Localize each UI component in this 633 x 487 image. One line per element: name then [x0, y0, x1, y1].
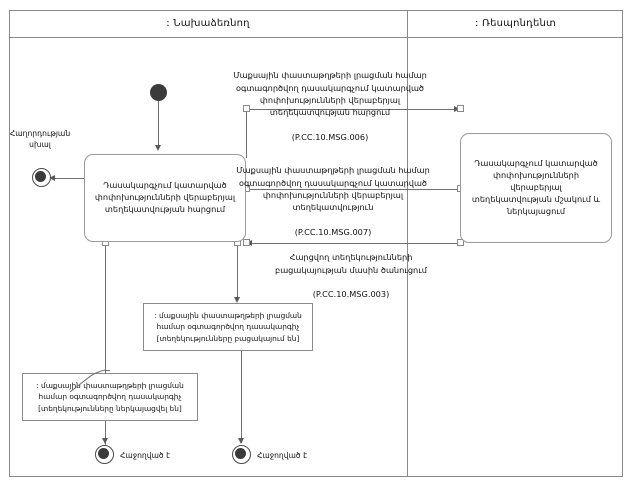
final-node-success-2[interactable] [232, 445, 251, 464]
object-absent-state: [տեղեկությունները բացակայում են] [156, 333, 300, 343]
swimlane-header-initiator: : Նախաձեռնող [9, 10, 407, 38]
message-006-text: Մաքսային փաստաթղթերի լրացման համար օգտագ… [233, 70, 427, 118]
initial-node[interactable] [150, 84, 167, 101]
flow-initial-to-request [158, 101, 159, 145]
final-node-error[interactable] [32, 168, 51, 187]
object-absent-label: : մաքսային փաստաթղթերի լրացման համար օգտ… [154, 311, 302, 332]
message-label-007: Մաքսային փաստաթղթերի լրացման համար օգտագ… [235, 152, 431, 250]
final-node-success-2-label: Հաջողված է [257, 451, 307, 460]
flow-process-to-request-007 [247, 189, 460, 190]
flow-request-to-process-006 [246, 109, 460, 110]
arrowhead-final-ok-1 [102, 438, 108, 444]
object-node-absent[interactable]: : մաքսային փաստաթղթերի լրացման համար օգտ… [143, 303, 313, 351]
arrowhead-initial-to-request [155, 145, 161, 151]
flow-request-to-object-absent [237, 246, 238, 299]
activity-process-label: Դասակարգչում կատարված փոփոխությունների վ… [471, 158, 601, 216]
flow-request-to-error [49, 178, 85, 179]
final-node-success-1-label: Հաջողված է [120, 451, 170, 460]
flow-object-absent-to-final-ok-2 [241, 351, 242, 443]
flow-process-to-request-003 [249, 243, 460, 244]
flow-request-riser-006 [246, 109, 247, 158]
flow-request-to-final-ok-1 [105, 246, 106, 445]
message-003-id: (P.CC.10.MSG.003) [312, 289, 390, 300]
swimlane-label-initiator: : Նախաձեռնող [166, 18, 250, 29]
message-003-text: Հարցվող տեղեկությունների բացակայության մ… [275, 252, 427, 275]
arrowhead-object-absent [234, 297, 240, 303]
activity-request-label: Դասակարգչում կատարված փոփոխությունների վ… [94, 180, 236, 214]
message-006-id: (P.CC.10.MSG.006) [291, 131, 369, 142]
object-present-label: : մաքսային փաստաթղթերի լրացման համար օգտ… [36, 381, 184, 402]
message-007-text: Մաքսային փաստաթղթերի լրացման համար օգտագ… [236, 165, 430, 213]
arrowhead-request-to-error [49, 175, 55, 181]
object-present-state: [տեղեկությունները ներկայացվել են] [38, 403, 182, 413]
object-node-present[interactable]: : մաքսային փաստաթղթերի լրացման համար օգտ… [22, 373, 198, 421]
flow-branch-object-present [105, 370, 110, 371]
pin-process-in-006[interactable] [457, 105, 464, 112]
activity-process[interactable]: Դասակարգչում կատարված փոփոխությունների վ… [460, 133, 612, 243]
message-label-006: Մաքսային փաստաթղթերի լրացման համար օգտագ… [231, 57, 429, 155]
message-007-id: (P.CC.10.MSG.007) [294, 226, 372, 237]
final-node-success-1[interactable] [95, 445, 114, 464]
final-node-error-label: Հաղորդության սխալ [9, 129, 71, 149]
activity-request[interactable]: Դասակարգչում կատարված փոփոխությունների վ… [84, 154, 246, 242]
swimlane-divider [407, 38, 408, 477]
pin-process-out-003[interactable] [457, 239, 464, 246]
arrowhead-final-ok-2 [238, 438, 244, 444]
message-label-003: Հարցվող տեղեկությունների բացակայության մ… [258, 239, 444, 313]
swimlane-header-respondent: : Ռեսպոնդենտ [407, 10, 623, 38]
pin-request-out-006[interactable] [243, 105, 250, 112]
swimlane-label-respondent: : Ռեսպոնդենտ [475, 18, 556, 29]
pin-request-in-003[interactable] [243, 239, 250, 246]
